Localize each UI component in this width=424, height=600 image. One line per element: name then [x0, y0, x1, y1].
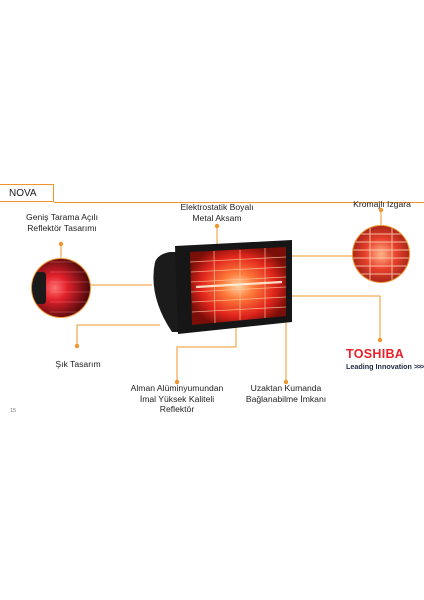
- toshiba-logo: TOSHIBA: [346, 347, 405, 361]
- label-wide-reflector-line1: Geniş Tarama Açılı: [26, 212, 98, 222]
- label-remote: Uzaktan Kumanda Bağlanabilme İmkanı: [234, 383, 338, 404]
- brand-tagline: Leading Innovation >>>: [346, 362, 424, 371]
- label-remote-line2: Bağlanabilme İmkanı: [245, 393, 327, 404]
- section-title: NOVA: [9, 188, 37, 199]
- label-chrome-grille-text: Kromajlı Izgara: [353, 199, 411, 209]
- label-aluminium-line3: Reflektör: [159, 404, 195, 414]
- label-stylish: Şık Tasarım: [38, 359, 118, 370]
- label-aluminium: Alman Alüminyumundan İmal Yüksek Kalitel…: [120, 383, 234, 415]
- label-wide-reflector-line2: Reflektör Tasarımı: [27, 222, 97, 233]
- header-rule: [54, 202, 424, 203]
- brand-tagline-text: Leading Innovation: [346, 362, 412, 371]
- label-chrome-grille: Kromajlı Izgara: [346, 199, 418, 210]
- label-remote-line1: Uzaktan Kumanda: [250, 383, 322, 393]
- section-title-box: NOVA: [0, 184, 54, 202]
- label-electrostatic: Elektrostatik Boyalı Metal Aksam: [172, 202, 262, 223]
- label-aluminium-line2: İmal Yüksek Kaliteli: [139, 393, 215, 404]
- page-number: 15: [10, 408, 17, 414]
- label-aluminium-line1: Alman Alüminyumundan: [130, 383, 224, 393]
- label-stylish-text: Şık Tasarım: [55, 359, 101, 369]
- label-electrostatic-line2: Metal Aksam: [192, 212, 242, 223]
- label-electrostatic-line1: Elektrostatik Boyalı: [180, 202, 254, 212]
- chevron-right-icon: >>>: [413, 362, 424, 371]
- label-wide-reflector: Geniş Tarama Açılı Reflektör Tasarımı: [20, 212, 104, 233]
